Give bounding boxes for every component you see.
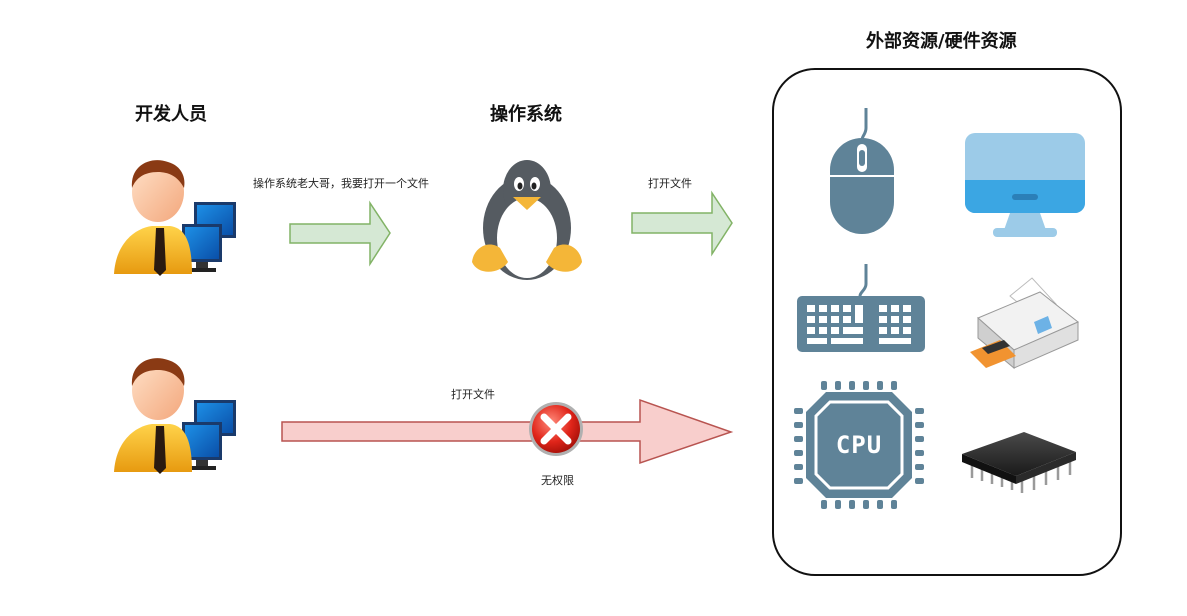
direct-open-arrow (281, 398, 734, 465)
request-label: 操作系统老大哥，我要打开一个文件 (253, 177, 429, 190)
resources-heading: 外部资源/硬件资源 (866, 31, 1017, 52)
printer-icon (970, 277, 1079, 370)
os-open-file-label: 打开文件 (648, 177, 692, 190)
request-arrow (289, 200, 391, 267)
mouse-icon (830, 108, 894, 234)
keyboard-icon (797, 264, 925, 352)
no-permission-label: 无权限 (541, 474, 574, 487)
developer-icon-bottom (114, 358, 236, 474)
error-x-icon (529, 402, 583, 456)
monitor-icon (965, 133, 1085, 237)
cpu-label: CPU (836, 431, 882, 459)
developer-icon-top (114, 160, 236, 276)
memory-chip-icon (962, 432, 1076, 493)
cpu-icon (794, 381, 924, 509)
direct-open-file-label: 打开文件 (451, 388, 495, 401)
os-open-arrow (631, 190, 733, 257)
developer-heading: 开发人员 (135, 104, 207, 125)
os-heading: 操作系统 (490, 104, 562, 125)
linux-penguin-icon (472, 160, 582, 280)
